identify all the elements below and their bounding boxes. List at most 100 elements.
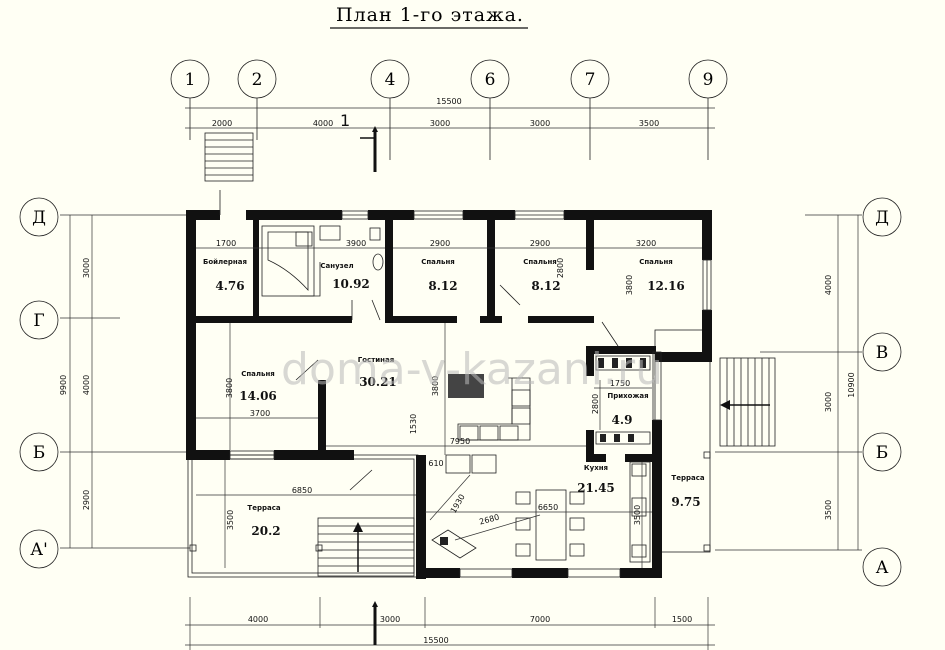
- svg-text:6850: 6850: [292, 486, 312, 495]
- svg-text:20.2: 20.2: [251, 524, 280, 538]
- svg-text:4000: 4000: [248, 615, 268, 624]
- svg-text:7950: 7950: [450, 437, 470, 446]
- section-marker-top: 1: [340, 111, 378, 172]
- svg-text:Гостиная: Гостиная: [358, 356, 394, 364]
- svg-text:8.12: 8.12: [531, 279, 560, 293]
- axes-left: Д Г Б А' 9900 3000 4000 2900: [19, 197, 190, 569]
- svg-text:2900: 2900: [82, 490, 91, 510]
- axis-bubble-left: Д: [19, 197, 59, 237]
- svg-text:7: 7: [585, 70, 596, 90]
- svg-text:Спальня: Спальня: [523, 258, 557, 266]
- watermark: doma-v-kazani.ru: [281, 344, 663, 395]
- room-terrace-left: Терраса 20.2: [247, 504, 280, 538]
- svg-text:6650: 6650: [538, 503, 558, 512]
- svg-text:8.12: 8.12: [428, 279, 457, 293]
- inner-dim-lines: [196, 247, 702, 568]
- axis-bubble-right: Д: [862, 197, 902, 237]
- svg-text:А: А: [876, 558, 889, 578]
- room-living: Гостиная 30.21: [358, 356, 397, 389]
- room-hallway: Прихожая 4.9: [607, 392, 648, 427]
- axis-bubble-top: 6: [470, 59, 510, 99]
- svg-text:2900: 2900: [430, 239, 450, 248]
- svg-text:2800: 2800: [556, 258, 565, 278]
- windows: [229, 210, 712, 578]
- axis-bubble-left: А': [19, 529, 59, 569]
- svg-text:3000: 3000: [530, 119, 550, 128]
- svg-text:Спальня: Спальня: [241, 370, 275, 378]
- room-bathroom: Санузел 10.92: [320, 262, 369, 291]
- svg-text:Б: Б: [33, 443, 46, 463]
- svg-text:3200: 3200: [636, 239, 656, 248]
- svg-text:3500: 3500: [633, 505, 642, 525]
- svg-text:Терраса: Терраса: [247, 504, 280, 512]
- svg-text:Д: Д: [32, 208, 46, 228]
- axis-bubble-top: 7: [570, 59, 610, 99]
- svg-text:9900: 9900: [59, 375, 68, 395]
- svg-text:7000: 7000: [530, 615, 550, 624]
- walls: [186, 210, 712, 579]
- svg-text:4.76: 4.76: [215, 279, 244, 293]
- doors: [219, 190, 619, 491]
- dims-top: 15500 2000 4000 3000 3000 3500: [185, 97, 715, 129]
- svg-text:3700: 3700: [250, 409, 270, 418]
- axis-bubble-top: 1: [170, 59, 210, 99]
- svg-text:12.16: 12.16: [647, 279, 685, 293]
- section-marker-bottom: [372, 601, 378, 645]
- svg-text:9.75: 9.75: [671, 495, 700, 509]
- axis-bubble-right: В: [862, 332, 902, 372]
- svg-text:4000: 4000: [824, 275, 833, 295]
- kitchen-furniture: [431, 461, 651, 563]
- stairs-bottom: [317, 517, 415, 577]
- axes-right: Д В Б А 10900 4000 3000 3500: [715, 197, 902, 587]
- svg-text:Терраса: Терраса: [671, 474, 704, 482]
- svg-text:3000: 3000: [824, 392, 833, 412]
- svg-text:30.21: 30.21: [359, 375, 397, 389]
- svg-text:3500: 3500: [824, 500, 833, 520]
- axis-bubble-left: Г: [19, 300, 59, 340]
- svg-text:4.9: 4.9: [612, 413, 633, 427]
- living-room-furniture: [445, 374, 531, 474]
- axis-bubble-right: Б: [862, 432, 902, 472]
- hallway-fixtures: [595, 355, 651, 445]
- axes-top: 1 2 4 6 7 9: [170, 59, 728, 160]
- svg-text:4000: 4000: [82, 375, 91, 395]
- svg-text:3800: 3800: [225, 378, 234, 398]
- svg-text:2900: 2900: [530, 239, 550, 248]
- svg-text:1700: 1700: [216, 239, 236, 248]
- svg-text:1: 1: [185, 70, 196, 90]
- svg-text:3000: 3000: [430, 119, 450, 128]
- svg-text:Д: Д: [875, 208, 889, 228]
- svg-text:2680: 2680: [478, 513, 500, 527]
- svg-text:Прихожая: Прихожая: [607, 392, 648, 400]
- stairs-top: [204, 132, 254, 182]
- svg-text:9: 9: [703, 70, 714, 90]
- svg-text:3000: 3000: [82, 258, 91, 278]
- svg-text:10900: 10900: [847, 372, 856, 397]
- svg-text:1500: 1500: [672, 615, 692, 624]
- svg-text:14.06: 14.06: [239, 389, 277, 403]
- svg-text:В: В: [876, 343, 889, 363]
- svg-text:3500: 3500: [226, 510, 235, 530]
- axis-bubble-left: Б: [19, 432, 59, 472]
- room-bedroom-1: Спальня 8.12: [421, 258, 457, 293]
- svg-text:4000: 4000: [313, 119, 333, 128]
- svg-text:2: 2: [252, 70, 263, 90]
- svg-text:Спальня: Спальня: [421, 258, 455, 266]
- svg-text:4: 4: [385, 70, 396, 90]
- room-bedroom-4: Спальня 14.06: [239, 370, 277, 403]
- svg-text:3500: 3500: [639, 119, 659, 128]
- svg-text:3800: 3800: [625, 275, 634, 295]
- stairs-right: [719, 357, 776, 447]
- svg-text:610: 610: [428, 459, 443, 468]
- svg-text:Г: Г: [33, 311, 44, 331]
- svg-text:3900: 3900: [346, 239, 366, 248]
- bathroom-fixtures: [261, 225, 384, 297]
- dims-bottom: 4000 3000 7000 1500 15500: [185, 597, 715, 650]
- svg-text:15500: 15500: [423, 636, 448, 645]
- svg-text:А': А': [30, 540, 48, 560]
- svg-text:Кухня: Кухня: [584, 464, 608, 472]
- svg-text:1530: 1530: [409, 414, 418, 434]
- plan-title: План 1-го этажа.: [336, 4, 524, 26]
